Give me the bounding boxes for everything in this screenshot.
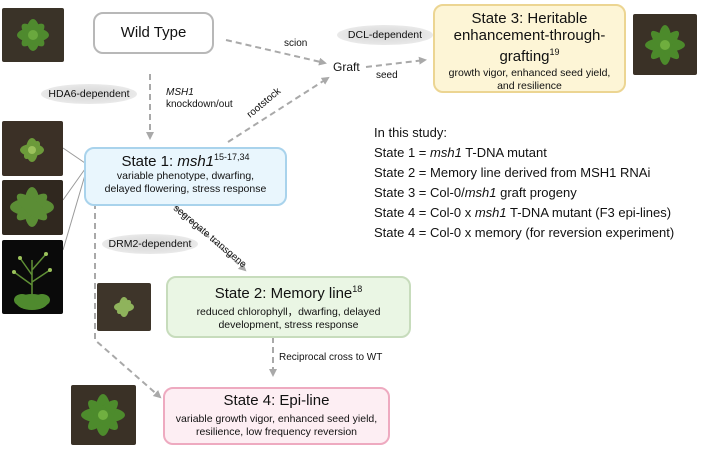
dwarf-plant-icon xyxy=(2,121,63,176)
state2-node: State 2: Memory line18 reduced chlorophy… xyxy=(166,276,411,338)
study-line-3: State 3 = Col-0/msh1 graft progeny xyxy=(374,185,577,200)
study-line-1: State 1 = msh1 T-DNA mutant xyxy=(374,145,547,160)
arrow-state1-state4 xyxy=(94,193,162,399)
photo-connector-2 xyxy=(62,168,86,201)
arrow-graft-state3 xyxy=(365,56,427,68)
vigorous-plant-icon xyxy=(633,14,697,75)
pale-plant-icon xyxy=(97,283,151,331)
study-summary: In this study: State 1 = msh1 T-DNA muta… xyxy=(374,123,674,243)
drm2-badge: DRM2-dependent xyxy=(102,234,198,254)
state2-desc-1: reduced chlorophyll，dwarfing, delayed xyxy=(196,306,381,318)
arrow-wildtype-graft xyxy=(225,39,327,66)
state3-title-3: grafting19 xyxy=(499,47,560,65)
photo-connector-3 xyxy=(62,174,86,251)
photo-state2 xyxy=(97,283,151,331)
photo-connector-1 xyxy=(62,147,86,164)
state1-node: State 1: msh115-17,34 variable phenotype… xyxy=(84,147,287,206)
rosette-plant-icon xyxy=(2,8,64,62)
state4-desc-1: variable growth vigor, enhanced seed yie… xyxy=(175,413,378,425)
state1-desc-1: variable phenotype, dwarfing, xyxy=(116,170,255,182)
epi-plant-icon xyxy=(71,385,136,445)
photo-state3 xyxy=(633,14,697,75)
state4-desc-2: resilience, low frequency reversion xyxy=(195,426,358,438)
state4-node: State 4: Epi-line variable growth vigor,… xyxy=(163,387,390,445)
leafy-plant-icon xyxy=(2,180,63,235)
photo-state4 xyxy=(71,385,136,445)
study-line-5: State 4 = Col-0 x memory (for reversion … xyxy=(374,225,675,240)
state4-title: State 4: Epi-line xyxy=(223,392,330,409)
state3-node: State 3: Heritable enhancement-through- … xyxy=(433,4,626,93)
arrow-state1-state2 xyxy=(159,192,247,272)
hda6-badge: HDA6-dependent xyxy=(41,84,137,104)
state3-title-1: State 3: Heritable xyxy=(471,10,588,27)
bolting-plant-icon xyxy=(2,240,63,314)
study-heading: In this study: xyxy=(374,125,447,140)
study-line-4: State 4 = Col-0 x msh1 T-DNA mutant (F3 … xyxy=(374,205,672,220)
state2-title: State 2: Memory line18 xyxy=(214,284,363,302)
state1-title: State 1: msh115-17,34 xyxy=(121,152,250,170)
photo-state1-a xyxy=(2,121,63,176)
knockdown-label: knockdown/out xyxy=(166,99,233,110)
state3-title-2: enhancement-through- xyxy=(453,27,606,44)
state3-desc-1: growth vigor, enhanced seed yield, xyxy=(448,67,611,79)
reciprocal-label: Reciprocal cross to WT xyxy=(279,352,383,363)
state1-desc-2: delayed flowering, stress response xyxy=(104,183,267,195)
photo-state1-c xyxy=(2,240,63,314)
scion-label: scion xyxy=(284,38,308,49)
state3-desc-2: and resilience xyxy=(497,80,562,92)
seed-label: seed xyxy=(376,70,398,81)
study-line-2: State 2 = Memory line derived from MSH1 … xyxy=(374,165,651,180)
dcl-badge: DCL-dependent xyxy=(337,25,433,45)
state2-desc-2: development, stress response xyxy=(218,319,359,331)
photo-wild-type xyxy=(2,8,64,62)
wild-type-node: Wild Type xyxy=(93,12,214,54)
graft-node: Graft xyxy=(333,60,360,74)
wild-type-title: Wild Type xyxy=(120,24,187,41)
msh1-gene-label: MSH1 xyxy=(166,87,194,98)
photo-state1-b xyxy=(2,180,63,235)
